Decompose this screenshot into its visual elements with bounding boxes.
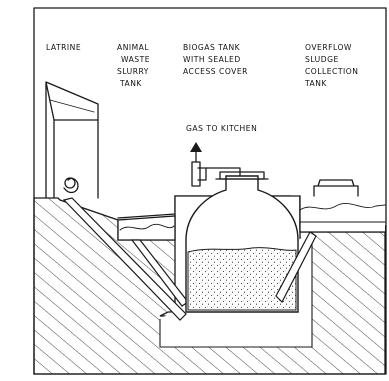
label-animal-waste-4: TANK (119, 79, 142, 88)
label-latrine: LATRINE (46, 43, 81, 52)
label-animal-waste-3: SLURRY (117, 67, 149, 76)
label-overflow-4: TANK (304, 79, 327, 88)
latrine-pan-icon (65, 178, 75, 188)
label-biogas-2: WITH SEALED (183, 55, 241, 64)
overflow-tank-lid (314, 180, 358, 196)
label-animal-waste-1: ANIMAL (117, 43, 149, 52)
label-biogas-3: ACCESS COVER (183, 67, 248, 76)
label-overflow-2: SLUDGE (305, 55, 339, 64)
label-overflow-3: COLLECTION (305, 67, 358, 76)
gas-arrow-icon (190, 142, 202, 152)
latrine-roof-line (50, 100, 94, 112)
label-gas-to-kitchen: GAS TO KITCHEN (186, 124, 257, 133)
label-animal-waste-2: WASTE (121, 55, 150, 64)
label-biogas-1: BIOGAS TANK (183, 43, 241, 52)
overflow-pit-fill (300, 196, 385, 232)
latrine-building (46, 82, 98, 198)
label-overflow-1: OVERFLOW (305, 43, 352, 52)
